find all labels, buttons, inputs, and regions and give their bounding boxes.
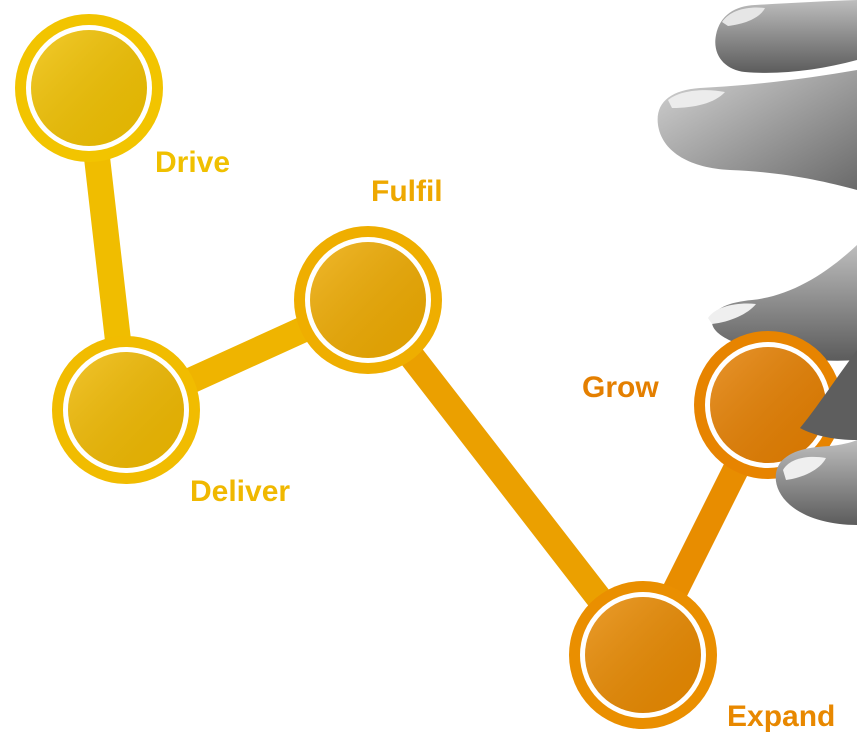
pointing-hand-icon — [657, 0, 857, 361]
finger-front-nail — [783, 456, 826, 480]
finger-third — [712, 245, 857, 361]
finger-second-nail — [668, 90, 725, 108]
connector-fulfil-expand — [355, 287, 656, 668]
pointing-hand-front — [775, 350, 857, 525]
label-fulfil: Fulfil — [371, 175, 443, 208]
label-grow: Grow — [582, 371, 659, 404]
node-fulfil — [294, 226, 442, 374]
node-deliver — [52, 336, 200, 484]
node-drive — [15, 14, 163, 162]
label-deliver: Deliver — [190, 475, 291, 508]
node-expand — [569, 581, 717, 729]
finger-top-nail — [722, 7, 765, 27]
nodes — [15, 14, 842, 729]
finger-second — [657, 70, 857, 190]
label-expand: Expand — [727, 700, 836, 733]
finger-top — [715, 0, 857, 73]
node-grow — [694, 331, 842, 479]
finger-lower — [800, 350, 857, 440]
label-drive: Drive — [155, 146, 231, 179]
finger-third-nail — [708, 303, 756, 324]
